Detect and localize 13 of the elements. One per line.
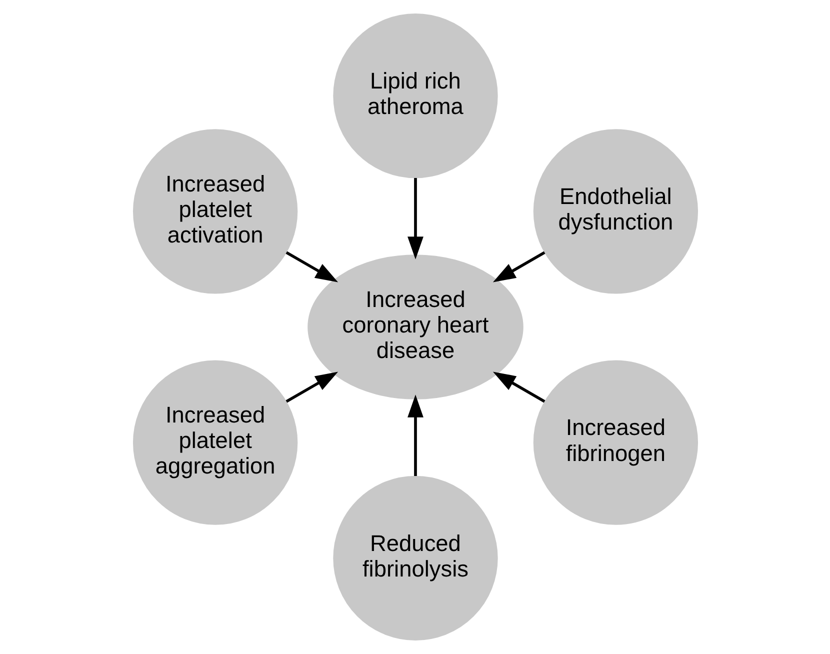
node-circle: Endothelial dysfunction xyxy=(532,129,698,294)
node-circle: Increased fibrinogen xyxy=(532,360,698,525)
arrow xyxy=(407,394,423,476)
arrow xyxy=(285,251,338,282)
arrow xyxy=(407,178,423,260)
arrow xyxy=(285,372,338,403)
node-circle: Reduced fibrinolysis xyxy=(332,476,498,640)
arrow xyxy=(492,372,545,403)
node-circle: Lipid rich atheroma xyxy=(332,14,498,178)
node-circle: Increased platelet activation xyxy=(132,129,298,294)
node-circle: Increased platelet aggregation xyxy=(132,360,298,525)
arrow xyxy=(492,251,545,282)
node-ellipse: Increased coronary heart disease xyxy=(307,254,523,400)
